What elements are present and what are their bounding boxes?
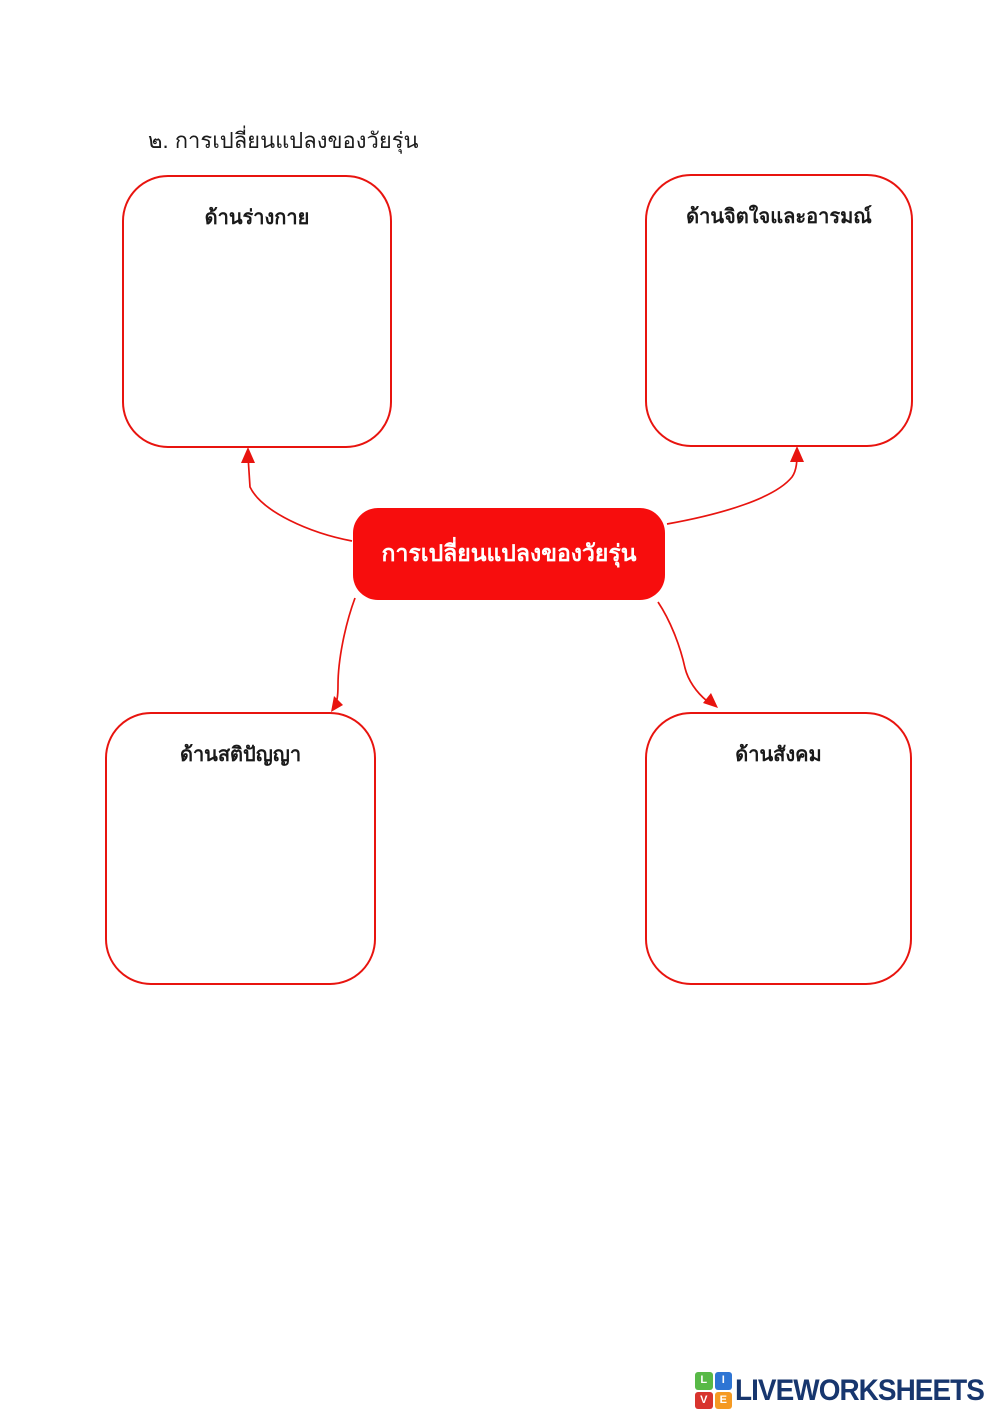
answer-box-intellectual-label: ด้านสติปัญญา — [179, 744, 302, 766]
logo-square-l: L — [695, 1372, 713, 1390]
arrowhead-physical — [241, 447, 255, 463]
center-node: การเปลี่ยนแปลงของวัยรุ่น — [353, 508, 665, 600]
connector-center-to-social — [657, 601, 708, 702]
connector-center-to-mental — [666, 451, 798, 525]
section-heading: ๒. การเปลี่ยนแปลงของวัยรุ่น — [148, 128, 419, 153]
connector-center-to-intellectual — [333, 597, 356, 708]
answer-box-mental-label: ด้านจิตใจและอารมณ์ — [686, 206, 872, 228]
answer-box-physical[interactable]: ด้านร่างกาย — [122, 175, 392, 448]
answer-box-intellectual[interactable]: ด้านสติปัญญา — [105, 712, 376, 985]
answer-box-social-label: ด้านสังคม — [735, 744, 822, 766]
liveworksheets-logo[interactable]: L I V E LIVEWORKSHEETS — [695, 1372, 1000, 1409]
answer-box-physical-label: ด้านร่างกาย — [204, 207, 310, 229]
logo-square-i: I — [714, 1372, 732, 1390]
logo-square-v: V — [695, 1391, 713, 1409]
arrowhead-mental — [790, 446, 804, 462]
connector-center-to-physical — [247, 455, 353, 542]
answer-box-social[interactable]: ด้านสังคม — [645, 712, 912, 985]
arrowhead-intellectual — [331, 696, 343, 712]
logo-square-e: E — [714, 1391, 732, 1409]
center-node-label: การเปลี่ยนแปลงของวัยรุ่น — [381, 540, 637, 566]
liveworksheets-logo-icon: L I V E — [695, 1372, 732, 1409]
liveworksheets-brand-text: LIVEWORKSHEETS — [735, 1373, 985, 1407]
answer-box-mental[interactable]: ด้านจิตใจและอารมณ์ — [645, 174, 913, 447]
arrowhead-social — [703, 693, 718, 708]
